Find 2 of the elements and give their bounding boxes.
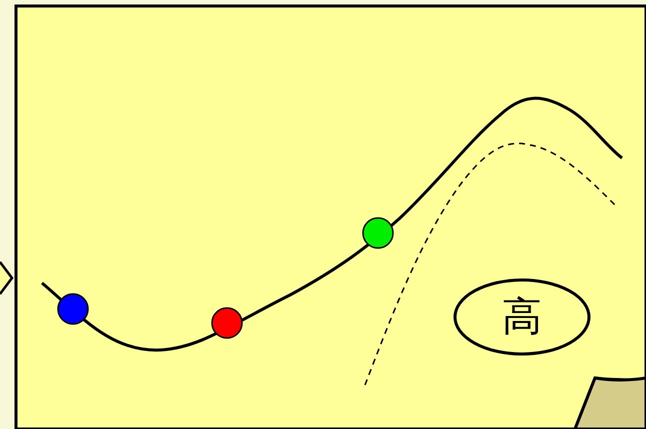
label-ellipse — [453, 278, 591, 356]
ellipse-label: 高 — [502, 297, 542, 337]
